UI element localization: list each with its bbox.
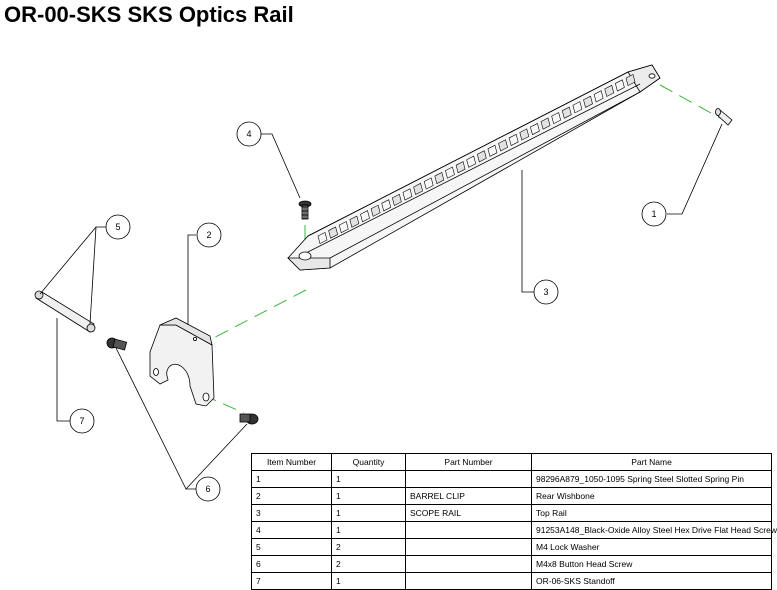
rail-tooth (360, 210, 370, 223)
rail-tooth (530, 122, 540, 136)
rail-tooth (604, 84, 615, 97)
rail-tooth (551, 112, 562, 125)
bom-row: 7 1 OR-06-SKS Standoff (251, 572, 772, 590)
cell-item: 5 (251, 538, 332, 556)
button-head-screw-right (239, 413, 259, 425)
cell-qty: 2 (331, 555, 406, 573)
bill-of-materials-table: Item Number Quantity Part Number Part Na… (251, 453, 777, 590)
cell-part-name: Rear Wishbone (531, 487, 772, 505)
rail-tooth (498, 139, 508, 152)
balloon-7: 7 (69, 408, 95, 434)
cell-part-number (405, 521, 532, 539)
rail-tooth (466, 155, 477, 168)
cell-part-number (405, 572, 532, 590)
cell-qty: 1 (331, 521, 406, 539)
rail-tooth (519, 128, 530, 141)
rail-tooth (370, 204, 381, 217)
header-part-number: Part Number (405, 453, 532, 471)
drawing-title: OR-00-SKS SKS Optics Rail (4, 2, 294, 27)
cell-part-number (405, 470, 532, 488)
svg-text:3: 3 (543, 287, 548, 297)
flat-head-screw-part (298, 200, 312, 220)
cell-qty: 1 (331, 504, 406, 522)
cell-item: 3 (251, 504, 332, 522)
bom-row: 2 1 BARREL CLIP Rear Wishbone (251, 487, 772, 505)
balloon-4: 4 (236, 121, 262, 147)
balloon-3: 3 (533, 279, 559, 305)
cell-part-name: M4 Lock Washer (531, 538, 772, 556)
svg-text:7: 7 (79, 416, 84, 426)
rail-tooth (402, 188, 413, 201)
header-item-number: Item Number (251, 453, 332, 471)
cell-part-name: 91253A148_Black-Oxide Alloy Steel Hex Dr… (531, 521, 777, 539)
rail-tooth (413, 182, 423, 196)
cell-item: 7 (251, 572, 332, 590)
rail-tooth (434, 172, 445, 185)
rail-tooth (540, 117, 551, 130)
cell-qty: 1 (331, 470, 406, 488)
svg-text:5: 5 (115, 222, 120, 232)
rail-tooth (445, 166, 455, 179)
center-lines (199, 84, 723, 414)
rail-tooth (508, 133, 519, 146)
rail-tooth (338, 221, 349, 234)
cell-part-name: 98296A879_1050-1095 Spring Steel Slotted… (531, 470, 772, 488)
rail-tooth (381, 199, 392, 212)
bom-row: 1 1 98296A879_1050-1095 Spring Steel Slo… (251, 470, 772, 488)
cell-item: 1 (251, 470, 332, 488)
standoff-part (34, 290, 96, 333)
item-balloons: 1 2 3 4 5 6 7 (69, 121, 667, 502)
balloon-2: 2 (196, 222, 222, 248)
cell-part-name: Top Rail (531, 504, 772, 522)
rail-tooth (593, 90, 604, 103)
bom-row: 5 2 M4 Lock Washer (251, 538, 772, 556)
svg-text:4: 4 (246, 129, 251, 139)
bom-row: 3 1 SCOPE RAIL Top Rail (251, 504, 772, 522)
cell-item: 4 (251, 521, 332, 539)
rear-wishbone-part (149, 317, 215, 407)
rail-tooth (455, 161, 466, 174)
rail-tooth (625, 73, 636, 87)
cell-qty: 1 (331, 487, 406, 505)
bom-header-row: Item Number Quantity Part Number Part Na… (251, 453, 772, 471)
rail-tooth (391, 193, 402, 206)
rail-tooth (487, 144, 498, 157)
cell-part-number: BARREL CLIP (405, 487, 532, 505)
balloon-5: 5 (105, 214, 131, 240)
svg-text:2: 2 (206, 230, 211, 240)
spring-pin-part (715, 108, 733, 126)
bom-row: 4 1 91253A148_Black-Oxide Alloy Steel He… (251, 521, 777, 539)
rail-tooth (349, 215, 360, 228)
cell-part-name: M4x8 Button Head Screw (531, 555, 772, 573)
rail-tooth (476, 150, 487, 163)
rail-tooth (561, 106, 572, 119)
cell-item: 6 (251, 555, 332, 573)
cell-qty: 1 (331, 572, 406, 590)
rail-tooth (615, 79, 625, 92)
cell-part-number (405, 555, 532, 573)
top-rail-part (287, 64, 661, 271)
rail-tooth (317, 231, 328, 245)
balloon-1: 1 (641, 201, 667, 227)
svg-text:1: 1 (651, 209, 656, 219)
leader-lines (39, 123, 723, 490)
rail-tooth (423, 177, 434, 190)
button-head-screw-left (106, 337, 128, 351)
cell-qty: 2 (331, 538, 406, 556)
header-part-name: Part Name (531, 453, 772, 471)
rail-tooth (572, 101, 583, 114)
header-quantity: Quantity (331, 453, 406, 471)
cell-part-name: OR-06-SKS Standoff (531, 572, 772, 590)
cell-part-number (405, 538, 532, 556)
cell-part-number: SCOPE RAIL (405, 504, 532, 522)
cell-item: 2 (251, 487, 332, 505)
rail-tooth (328, 226, 338, 239)
svg-text:6: 6 (205, 484, 210, 494)
rail-tooth (583, 95, 593, 108)
balloon-6: 6 (195, 476, 221, 502)
rail-teeth (317, 73, 636, 245)
bom-row: 6 2 M4x8 Button Head Screw (251, 555, 772, 573)
